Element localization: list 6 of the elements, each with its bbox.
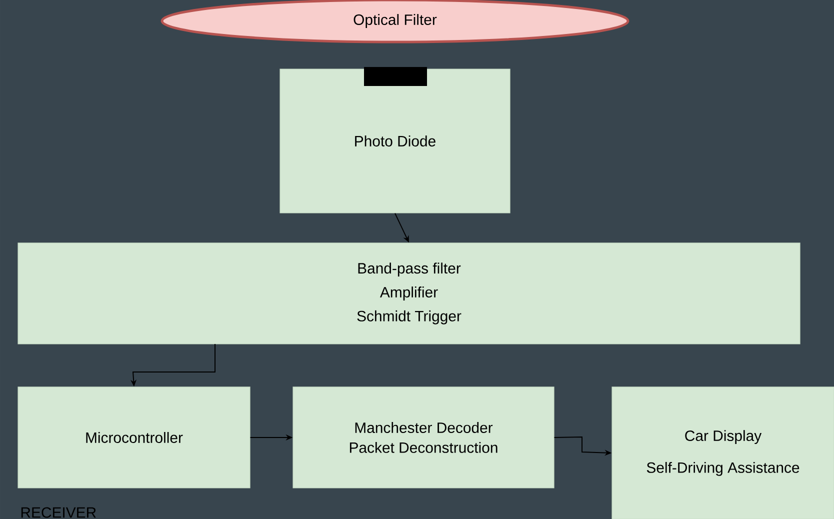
process-box: Microcontroller	[18, 386, 250, 488]
section-label: RECEIVER	[21, 507, 96, 518]
process-box: Photo Diode	[280, 68, 510, 214]
process-box: Car Display Self-Driving Assistance	[612, 386, 834, 519]
process-box: Manchester Decoder Packet Deconstruction	[292, 386, 554, 488]
process-box: Band-pass filter Amplifier Schmidt Trigger	[18, 242, 800, 344]
